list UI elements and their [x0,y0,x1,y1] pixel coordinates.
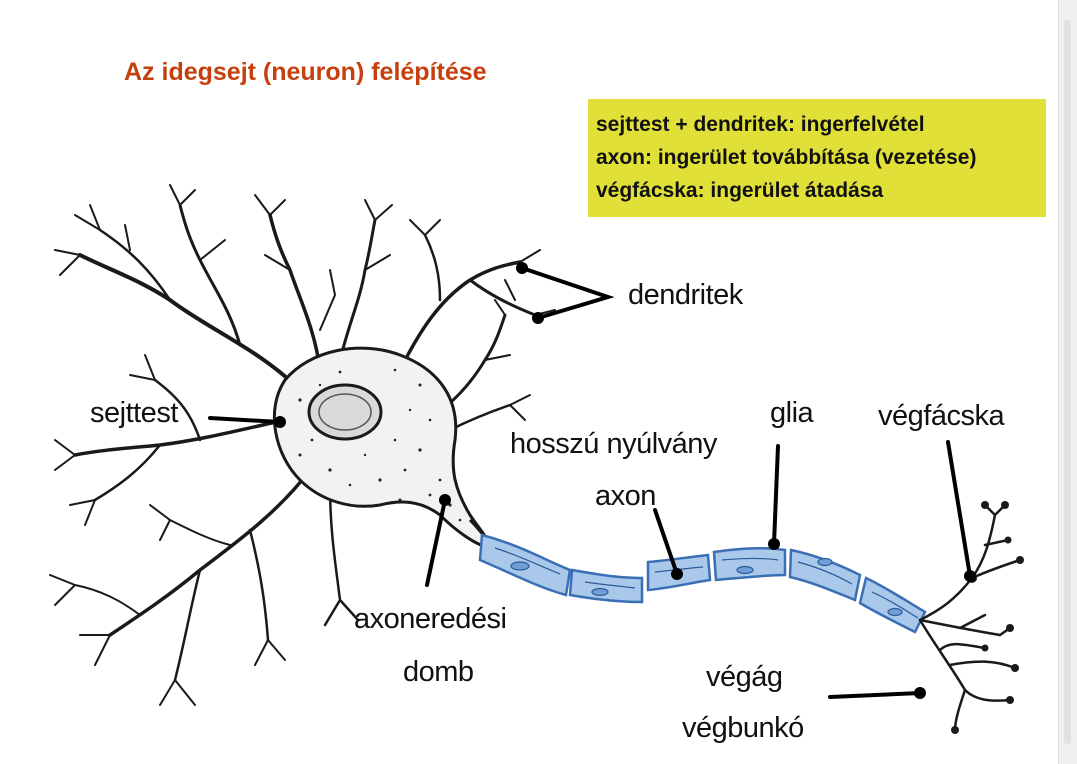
vertical-scrollbar[interactable] [1058,0,1077,764]
label-domb: domb [403,656,474,688]
cytoplasm-speckles [298,368,462,522]
label-vegfacska: végfácska [878,400,1005,432]
label-sejttest: sejttest [90,397,178,429]
label-hosszu-nyulvany: hosszú nyúlvány [510,428,717,460]
pointer-dots [274,262,976,699]
label-axon: axon [595,480,656,512]
summary-line-3: végfácska: ingerület átadása [596,179,884,202]
summary-box: sejttest + dendritek: ingerfelvétel axon… [588,99,1046,217]
summary-line-2: axon: ingerület továbbítása (vezetése) [596,146,977,169]
myelin-details [494,547,919,619]
label-dendritek: dendritek [628,279,743,311]
nucleus [307,383,383,441]
label-axoneredesi: axoneredési [354,603,507,635]
label-glia: glia [770,397,814,429]
page-title: Az idegsejt (neuron) felépítése [124,58,487,86]
terminal-boutons [951,501,1024,734]
pointer-lines [208,266,972,699]
summary-line-1: sejttest + dendritek: ingerfelvétel [596,113,925,136]
label-vegbunko: végbunkó [682,712,804,744]
myelin-segments [478,533,927,634]
cell-body [272,346,492,550]
label-vegag: végág [706,661,783,693]
scrollbar-track[interactable] [1064,20,1071,744]
dendrite-branches [49,184,556,706]
